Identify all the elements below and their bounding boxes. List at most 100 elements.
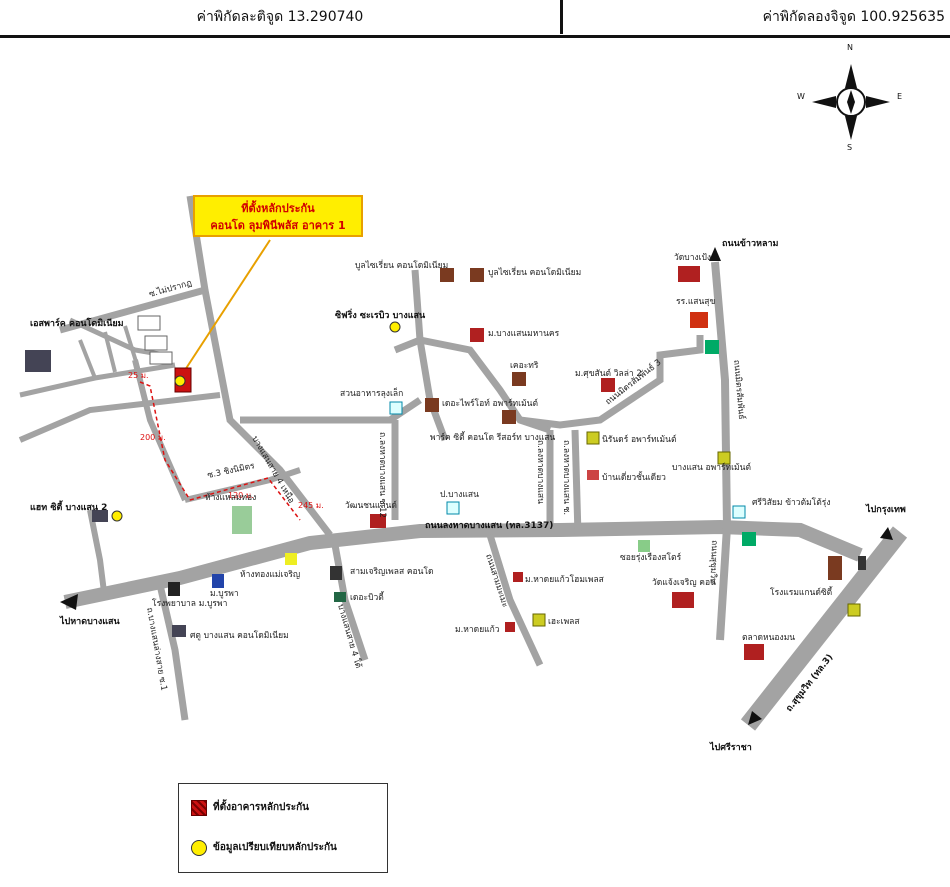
compare-marker-3-icon [111,510,123,522]
label-bangsaen-apt: บางแสน อพาร์ทเม้นต์ [672,462,751,473]
mall-icon [232,506,252,534]
kerd2-icon [334,592,346,602]
label-mall: ห้างแหลมทอง [205,492,256,503]
label-temple2: วัดแจ้งเจริญ คอน [652,577,716,588]
compass-arrow-east-icon [866,96,890,108]
traffic-light-icon [858,556,866,570]
village-icon [470,328,484,342]
road-longhad-b [571,429,582,536]
label-condo2: บูลไซเรี่ยน คอนโดมิเนียม [355,259,448,271]
market-icon [744,644,764,660]
label-to-beach: ไปหาดบางแสน [59,615,121,627]
label-bangsaen4-north: บางแสนสาย 4 เหนือ [249,434,297,505]
callout-line1: ที่ตั้งหลักประกัน [241,202,315,215]
road-soi-f [103,331,117,373]
label-to-bangkok: ไปกรุงเทพ [865,503,906,515]
location-map: N S E W [18,43,908,753]
condo4-icon [330,566,342,580]
label-post: ป.บางแสน [440,490,479,500]
condo2-icon [440,268,454,282]
label-hotel: โรงแรมแกนด์ซิตี้ [770,586,833,598]
distance-120: 120 ม. [228,491,254,500]
label-soi3: ซ.3 ชิงนิมิตร [207,461,256,481]
label-khaosamuk: ถนนข้าวหลาม [722,238,779,249]
label-kerd: เคอะทริ [510,361,539,371]
label-haijai: ม.หาดยแก้วโฮมเพลส [525,574,605,585]
compass-arrow-north-icon [845,64,857,88]
landmark-icons [25,266,866,660]
distance-25: 25 ม. [128,371,149,380]
legend-subject-label: ที่ตั้งอาคารหลักประกัน [213,802,310,813]
tp-icon [172,625,186,637]
header-divider [560,0,563,34]
label-vanda: วัฒนชนแลนด์ [345,500,397,511]
label-shop: ห้างทองแม่เจริญ [240,569,300,580]
label-school: รร.แสนสุข [676,297,715,307]
label-to-sriracha: ไปศรีราชา [709,741,752,753]
label-condo: เอสพาร์ค คอนโดมิเนียม [30,317,124,329]
school-icon [690,312,708,328]
haijai-icon [513,572,523,582]
road-soi-maipruek [59,286,206,334]
road-soi-k [87,509,108,601]
shop-icon [285,553,297,565]
temple-icon [678,266,700,282]
label-siam: ศรีวิสัยม ข้าวต้มโต้รุ่ง [752,497,831,508]
callout-line2: คอนโด ลุมพินีพลัส อาคาร 1 [210,219,346,232]
label-tp: ศตู บางแสน คอนโดมิเนียม [190,630,289,641]
label-bangsaen-nakorn: ม.บางแสนมหานคร [488,329,560,339]
road-bangsaen4-north [186,195,333,538]
compass-center-icon [847,90,855,114]
block-1 [137,315,161,331]
callout-pointer [184,239,271,371]
post-icon [446,501,460,515]
legend-compare-swatch-icon [191,840,207,856]
label-nirin: นิรันดร์ อพาร์ทเม้นต์ [602,434,676,445]
condo-icon [25,350,51,372]
label-main-road: ถนนลงหาดบางแสน (ทล.3137) [425,521,553,531]
distance-245: 245 ม. [298,501,324,510]
label-buu: ม.บูรพา [210,589,239,599]
seven-eleven-2-icon [742,532,756,546]
coordinate-header: ค่าพิกัดละติจูด 13.290740 ค่าพิกัดลองจิจ… [0,0,950,38]
arrow-sriracha-icon [748,711,762,725]
store-icon [638,540,650,552]
restaurant-icon [389,401,403,415]
compass-n: N [847,43,853,52]
vanda-icon [370,514,386,528]
compass-s: S [847,143,852,152]
park-icon [502,410,516,424]
condo3-icon [470,268,484,282]
hospital-icon [168,582,180,596]
road-motorway [740,526,908,731]
label-nimit: ถนนมิตรสัมพันธ์ [731,359,747,420]
hotel-icon [828,556,842,580]
compass-arrow-west-icon [812,96,836,108]
label-condo4: สามเจริญเพลส คอนโด [350,566,434,577]
building-blocks [137,315,173,365]
label-watbangpeng: วัดบางเป้ง [674,252,711,263]
arrow-khaosamuk-icon [709,247,721,261]
gas-icon [847,603,861,617]
haikaew-icon [505,622,515,632]
road-arrows [60,247,893,725]
house-icon [587,470,599,480]
arrow-bangsaen-beach-icon [60,594,78,610]
label-park: พาร์ค ซิตี้ คอนโด รีสอร์ท บางแสน [430,431,555,443]
road-samsan [486,533,544,667]
compass-w: W [797,92,805,101]
road-soi-g [123,325,140,369]
label-sukhumvit: ถนนสุขุมวิท [707,540,719,584]
label-seaplace: เฮะเพลส [548,617,580,627]
road-soi-h [240,397,422,424]
kerd-icon [512,372,526,386]
temple2-icon [672,592,694,608]
seven-eleven-icon [705,340,719,354]
label-ht2: แฮท ซิตี้ บางแสน 2 [30,500,107,513]
road-main [63,519,863,609]
apt-icon [717,451,731,465]
longitude-label: ค่าพิกัดลองจิจูด 100.925635 [762,9,945,25]
compass-arrow-south-icon [845,116,857,140]
latitude-label: ค่าพิกัดละติจูด 13.290740 [196,9,364,25]
block-3 [149,351,173,365]
